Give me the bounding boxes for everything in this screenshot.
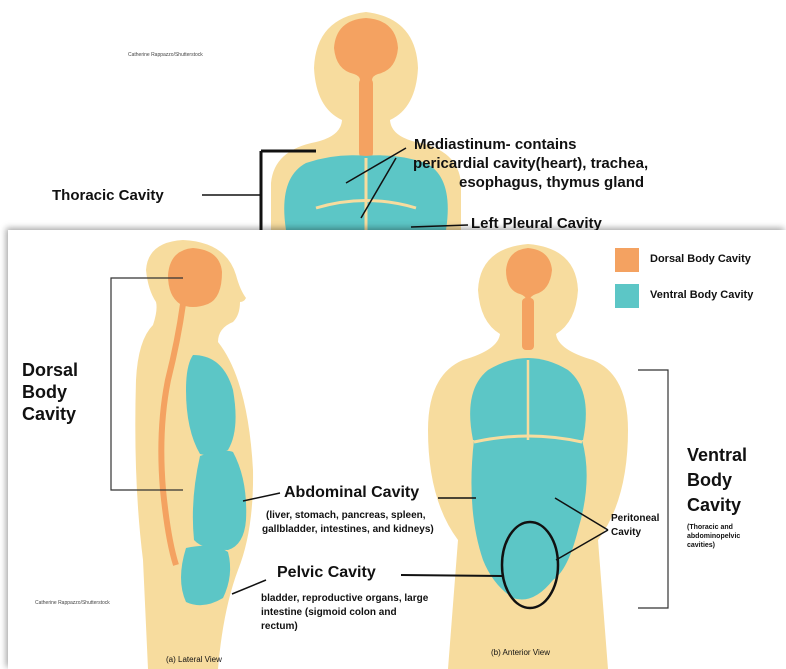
ventral-bracket xyxy=(638,370,668,608)
dorsal-body-cavity-line1: Dorsal xyxy=(22,360,78,381)
spinal-cord xyxy=(359,78,373,158)
ventral-body-cavity-line1: Ventral xyxy=(687,445,747,466)
pelvic-pointer-right xyxy=(401,575,502,576)
dorsal-body-cavity-line2: Body xyxy=(22,382,67,403)
abdominal-cavity-title: Abdominal Cavity xyxy=(284,484,419,502)
pelvic-pointer-left xyxy=(232,580,266,594)
peritoneal-cavity-line1: Peritoneal xyxy=(611,513,659,524)
body-cavities-panel: Dorsal Body Cavity Ventral Body Cavity D… xyxy=(8,230,786,669)
legend-swatch-ventral xyxy=(615,284,639,308)
ventral-subtitle-1: (Thoracic and xyxy=(687,524,733,531)
lateral-abdominal-cavity xyxy=(193,451,246,550)
ventral-body-cavity-line3: Cavity xyxy=(687,495,741,516)
ventral-body-cavity-line2: Body xyxy=(687,470,732,491)
legend-swatch-dorsal xyxy=(615,248,639,272)
thoracic-detail-panel: Catherine Rappazzo/Shutterstock Mediasti… xyxy=(16,8,786,230)
lateral-pelvic-cavity xyxy=(181,546,230,605)
legend-ventral-label: Ventral Body Cavity xyxy=(650,289,753,301)
abdominal-cavity-desc-2: gallbladder, intestines, and kidneys) xyxy=(262,524,434,535)
thoracic-cavity-label: Thoracic Cavity xyxy=(52,187,164,204)
left-pleural-cavity-label: Left Pleural Cavity xyxy=(471,215,602,230)
mediastinum-label-line2: pericardial cavity(heart), trachea, xyxy=(413,155,648,172)
mediastinum-label-line3: esophagus, thymus gland xyxy=(459,174,644,191)
pelvic-cavity-desc-3: rectum) xyxy=(261,621,298,632)
lateral-view-caption: (a) Lateral View xyxy=(166,655,222,664)
anterior-view-caption: (b) Anterior View xyxy=(491,648,550,657)
ventral-subtitle-3: cavities) xyxy=(687,542,715,549)
pelvic-cavity-desc-1: bladder, reproductive organs, large xyxy=(261,593,428,604)
pelvic-cavity-title: Pelvic Cavity xyxy=(277,564,376,582)
credit-top: Catherine Rappazzo/Shutterstock xyxy=(128,52,203,58)
abdominal-cavity-desc-1: (liver, stomach, pancreas, spleen, xyxy=(266,510,426,521)
credit-bottom: Catherine Rappazzo/Shutterstock xyxy=(35,600,110,606)
mediastinum-label-line1: Mediastinum- contains xyxy=(414,136,577,153)
pelvic-cavity-desc-2: intestine (sigmoid colon and xyxy=(261,607,397,618)
dorsal-body-cavity-line3: Cavity xyxy=(22,404,76,425)
peritoneal-cavity-line2: Cavity xyxy=(611,527,641,538)
legend-dorsal-label: Dorsal Body Cavity xyxy=(650,253,751,265)
ventral-subtitle-2: abdominopelvic xyxy=(687,533,740,540)
anterior-spinal-cord xyxy=(522,298,534,350)
